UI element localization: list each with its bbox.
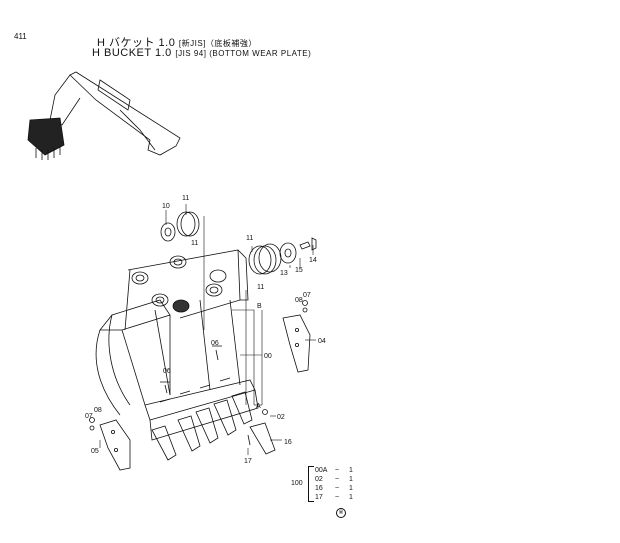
legend-tilde: ~ — [335, 494, 340, 501]
callout-17: 17 — [244, 458, 252, 465]
legend-tilde: ~ — [335, 467, 340, 474]
callout-a: A — [256, 403, 261, 410]
legend-items: 00A ~1 02 ~1 16 ~1 17 ~1 — [315, 466, 353, 502]
excavator-thumbnail — [27, 71, 181, 160]
legend-row: 16 ~1 — [315, 484, 353, 493]
bucket-teeth — [151, 377, 276, 461]
title-japanese: H バケット 1.0 [新JIS]（底板補強） — [97, 34, 257, 50]
callout-11-low: 11 — [257, 284, 264, 291]
callout-07-right: 07 — [303, 292, 311, 299]
title-en-sub: [JIS 94] (BOTTOM WEAR PLATE) — [175, 49, 312, 58]
legend-code: 02 — [315, 476, 323, 483]
bucket-body — [95, 249, 259, 441]
legend-code: 00A — [315, 467, 328, 474]
shims-and-rings — [160, 211, 317, 275]
legend-tilde: ~ — [335, 476, 340, 483]
page-number: 411 — [14, 32, 27, 41]
legend-parent-number: 100 — [291, 480, 303, 487]
legend-qty: 1 — [349, 476, 353, 483]
legend-code: 17 — [315, 494, 323, 501]
side-cutters — [99, 314, 311, 471]
callout-13: 13 — [280, 270, 288, 277]
callout-11-mid: 11 — [191, 240, 198, 247]
bolts — [89, 300, 308, 446]
callout-04: 04 — [318, 338, 326, 345]
callout-11-top: 11 — [182, 195, 189, 202]
callout-06-lower: 06 — [163, 368, 171, 375]
callout-16: 16 — [284, 439, 292, 446]
legend-row: 17 ~1 — [315, 493, 353, 502]
callout-07-left: 07 — [85, 413, 93, 420]
callout-02: 02 — [277, 414, 285, 421]
legend-qty: 1 — [349, 485, 353, 492]
callout-15: 15 — [295, 267, 303, 274]
title-jp-sub: [新JIS]（底板補強） — [178, 39, 257, 48]
callout-labels: 10 11 11 11 11 13 15 14 08 07 04 B 06 00… — [85, 195, 326, 465]
legend-tilde: ~ — [335, 485, 340, 492]
legend-row: 00A ~1 — [315, 466, 353, 475]
callout-10: 10 — [162, 203, 170, 210]
callout-06-upper: 06 — [211, 340, 219, 347]
reference-symbol: ※ — [336, 508, 346, 518]
legend-code: 16 — [315, 485, 323, 492]
callout-11-right: 11 — [246, 235, 253, 242]
callout-08-right: 08 — [295, 297, 303, 304]
leader-lines — [99, 204, 316, 455]
callout-08-left: 08 — [94, 407, 102, 414]
callout-05: 05 — [91, 448, 99, 455]
legend-qty: 1 — [349, 467, 353, 474]
title-english: H BUCKET 1.0 [JIS 94] (BOTTOM WEAR PLATE… — [92, 47, 311, 59]
title-jp-main: H バケット 1.0 — [97, 37, 176, 49]
legend-row: 02 ~1 — [315, 475, 353, 484]
legend-bracket — [308, 466, 314, 502]
title-en-main: H BUCKET 1.0 — [92, 47, 172, 59]
callout-14: 14 — [309, 257, 317, 264]
pin-bosses — [131, 255, 227, 313]
callout-b: B — [257, 303, 262, 310]
legend-qty: 1 — [349, 494, 353, 501]
callout-00: 00 — [264, 353, 272, 360]
